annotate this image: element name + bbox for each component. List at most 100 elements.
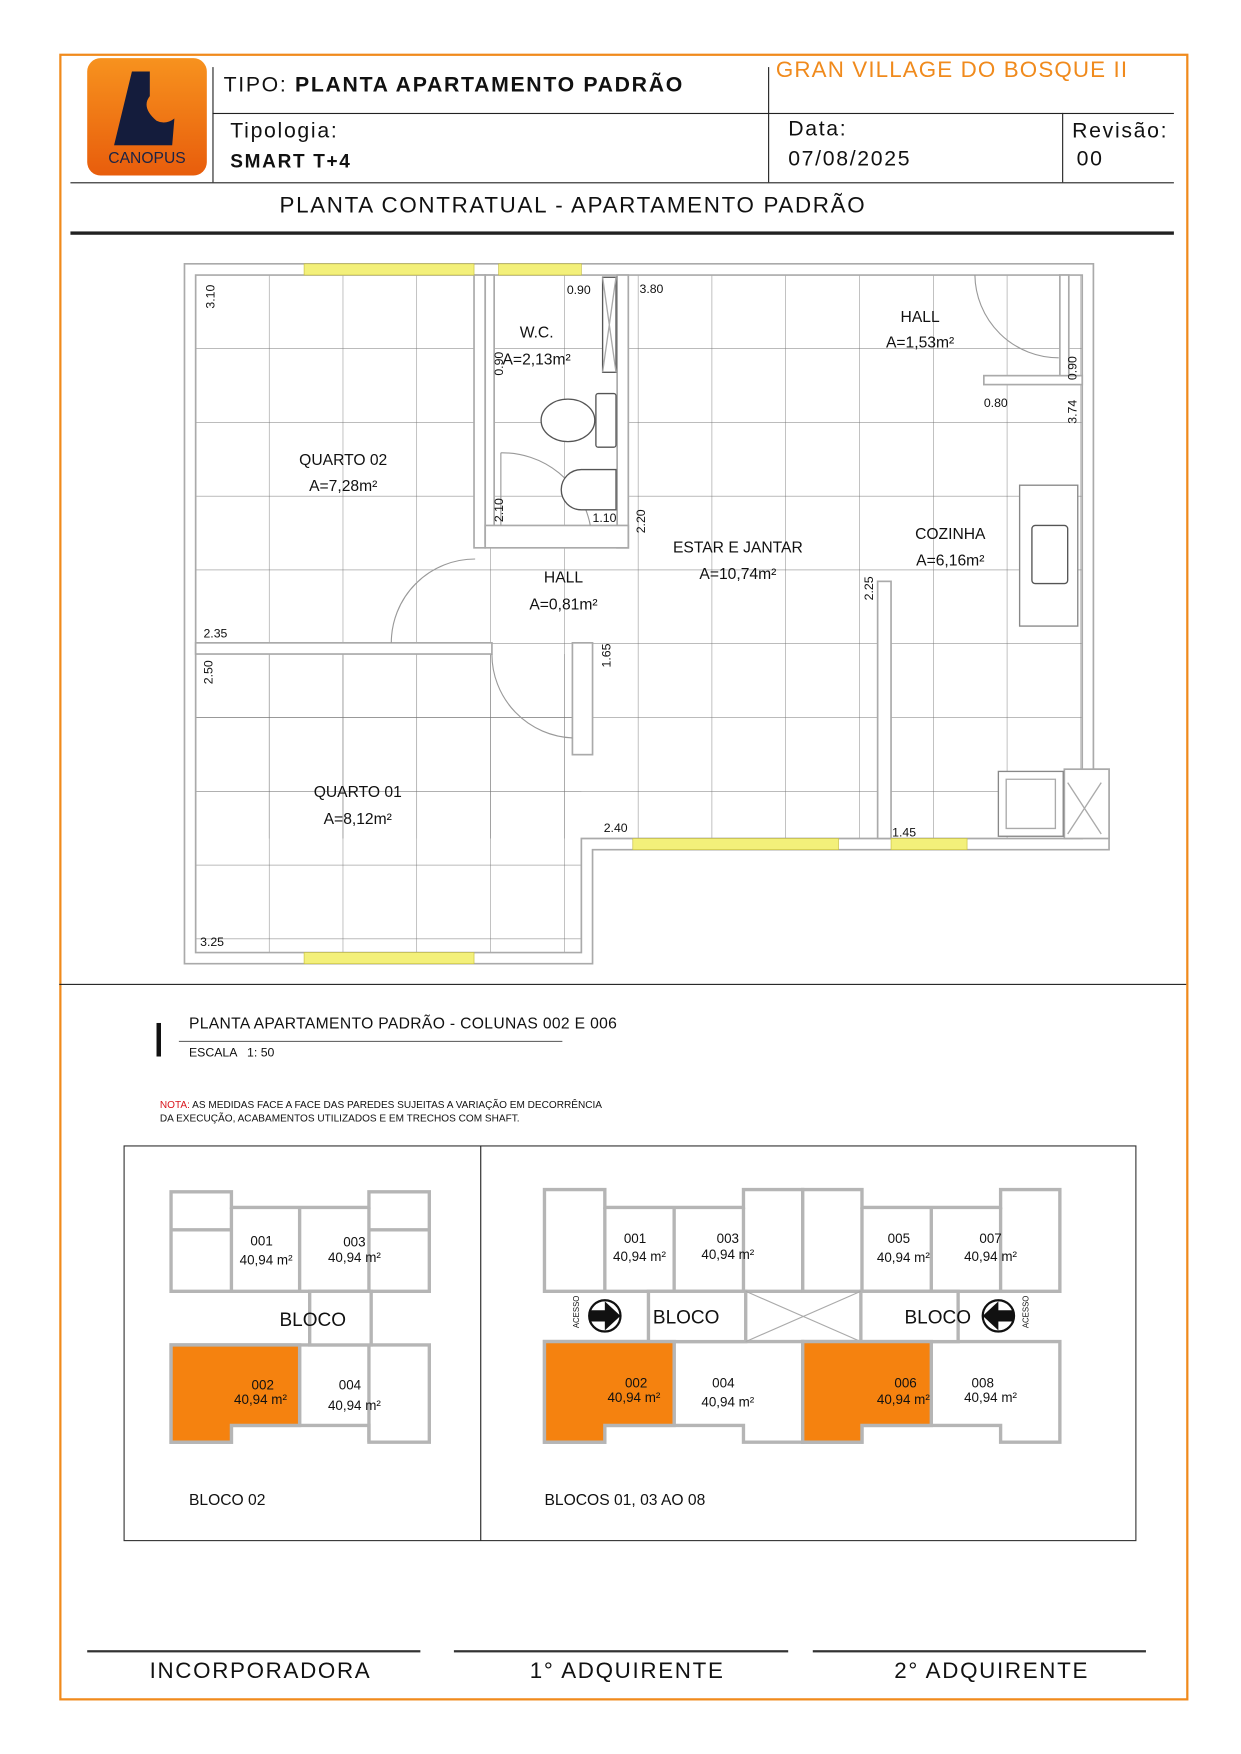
door-swing [390, 558, 476, 643]
divider [70, 182, 1174, 184]
unit-area: 40,94 m² [964, 1249, 1017, 1264]
unit-number: 008 [972, 1375, 994, 1390]
window [632, 838, 839, 851]
room-area: A=6,16m² [916, 553, 984, 570]
blocks-frame [123, 1145, 1137, 1542]
unit-area: 40,94 m² [240, 1252, 293, 1267]
windows [303, 263, 968, 965]
toilet-tank [595, 392, 617, 448]
page-frame [59, 53, 1189, 1701]
divider [1062, 112, 1064, 183]
dimension: 0.80 [984, 396, 1008, 410]
dimension: 3.74 [1066, 400, 1080, 424]
note: NOTA: AS MEDIDAS FACE A FACE DAS PAREDES… [160, 1098, 602, 1125]
unit-area: 40,94 m² [328, 1398, 381, 1413]
tipologia-label: Tipologia: [230, 119, 339, 144]
plan-title: PLANTA APARTAMENTO PADRÃO - COLUNAS 002 … [188, 1014, 618, 1032]
signature-incorporadora: INCORPORADORA [149, 1659, 372, 1684]
unit-area: 40,94 m² [701, 1394, 754, 1409]
toilet-icon [540, 398, 596, 443]
unit-number: 007 [979, 1231, 1001, 1246]
floor-tiles [195, 275, 1083, 953]
room-area: A=8,12m² [324, 811, 392, 828]
block-title: BLOCOS 01, 03 AO 08 [544, 1492, 705, 1509]
dimension: 3.80 [639, 282, 663, 296]
tipologia-value: SMART T+4 [230, 150, 352, 173]
note-text: DA EXECUÇÃO, ACABAMENTOS UTILIZADOS E EM… [159, 1112, 520, 1124]
access-label: ACESSO [572, 1296, 581, 1329]
fixtures [540, 276, 1102, 837]
bloco-02-diagram [169, 1190, 431, 1444]
unit-number: 001 [250, 1233, 272, 1248]
core-label: BLOCO [653, 1308, 720, 1329]
access-arrow-icon [588, 1299, 622, 1333]
divider [59, 983, 1187, 985]
room-name: QUARTO 01 [314, 784, 402, 801]
caption-marker [156, 1022, 161, 1057]
unit-area: 40,94 m² [877, 1250, 930, 1265]
unit-highlight [801, 1339, 933, 1444]
logo-text: CANOPUS [108, 148, 186, 167]
unit-area: 40,94 m² [701, 1247, 754, 1262]
access-label: ACESSO [1022, 1296, 1031, 1329]
room-area: A=1,53m² [886, 335, 954, 352]
dimension: 3.25 [200, 935, 224, 949]
dimension: 2.35 [203, 626, 227, 640]
revisao-value: 00 [1076, 147, 1104, 172]
unit-number: 003 [717, 1231, 739, 1246]
core-label: BLOCO [280, 1310, 347, 1331]
signature-line [812, 1650, 1146, 1653]
data-value: 07/08/2025 [788, 147, 912, 172]
sink-icon [560, 468, 617, 511]
room-name: ESTAR E JANTAR [673, 539, 803, 556]
canopus-logo: CANOPUS [87, 58, 207, 176]
unit-number: 004 [712, 1375, 735, 1390]
signature-adquirente-2: 2° ADQUIRENTE [894, 1659, 1090, 1684]
revisao-label: Revisão: [1072, 119, 1169, 144]
divider [768, 67, 770, 183]
unit-highlight [169, 1343, 302, 1444]
room-area: A=7,28m² [309, 478, 377, 495]
core-label: BLOCO [904, 1308, 971, 1329]
room-labels: QUARTO 02 A=7,28m² W.C. A=2,13m² HALL A=… [299, 309, 986, 828]
signature-line [87, 1650, 421, 1653]
dimension: 2.20 [634, 509, 648, 533]
divider [212, 67, 214, 183]
walls [183, 263, 1110, 965]
dimension: 2.10 [492, 498, 506, 522]
room-area: A=2,13m² [503, 351, 571, 368]
access-arrow-icon [981, 1299, 1016, 1333]
sheet-subtitle: PLANTA CONTRATUAL - APARTAMENTO PADRÃO [279, 193, 867, 219]
note-label: NOTA: [159, 1098, 190, 1111]
dimension: 1.10 [593, 511, 617, 525]
divider [70, 231, 1174, 235]
window [303, 952, 475, 965]
unit-number: 003 [343, 1235, 365, 1250]
data-label: Data: [788, 117, 848, 141]
dimension: 0.90 [1066, 356, 1080, 380]
dimension: 3.10 [204, 284, 218, 308]
unit-number: 002 [625, 1375, 647, 1390]
block-title: BLOCO 02 [189, 1492, 266, 1509]
signature-adquirente-1: 1° ADQUIRENTE [529, 1659, 725, 1684]
window [890, 838, 968, 851]
room-area: A=10,74m² [699, 566, 776, 583]
dimension: 1.45 [892, 825, 916, 839]
dimension: 2.50 [201, 660, 215, 684]
unit-number: 006 [894, 1375, 916, 1390]
window [498, 263, 582, 276]
kitchen-sink-icon [1031, 524, 1069, 585]
unit-number: 002 [252, 1378, 274, 1393]
title-underline [178, 1040, 563, 1042]
signature-line [453, 1650, 789, 1653]
plan-scale: ESCALA 1: 50 [188, 1046, 275, 1060]
tipo-label: TIPO: [223, 73, 288, 98]
note-text: AS MEDIDAS FACE A FACE DAS PAREDES SUJEI… [192, 1098, 602, 1111]
tipo-value: PLANTA APARTAMENTO PADRÃO [295, 73, 684, 98]
door-swings [390, 275, 1059, 739]
room-name: HALL [544, 569, 583, 586]
dimensions: 3.10 0.90 3.80 0.90 2.10 1.10 2.20 0.80 … [200, 282, 1080, 949]
unit-area: 40,94 m² [964, 1390, 1017, 1405]
